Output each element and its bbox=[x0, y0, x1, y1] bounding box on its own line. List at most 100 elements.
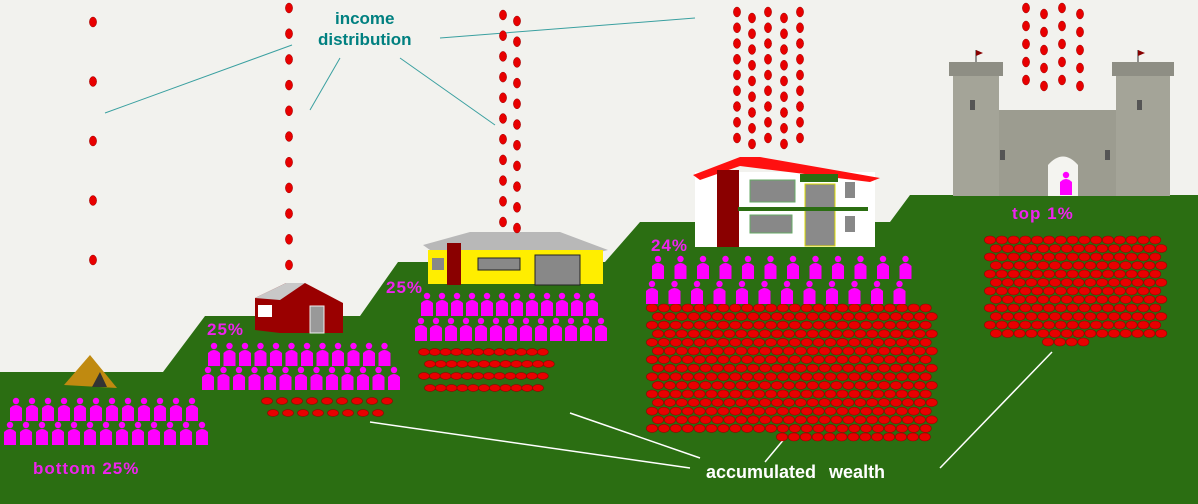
wealth-coin bbox=[504, 372, 517, 380]
wealth-coin bbox=[699, 346, 712, 356]
person-icon bbox=[736, 280, 748, 304]
wealth-coin bbox=[753, 355, 765, 364]
person-body bbox=[116, 429, 128, 445]
wealth-coin bbox=[729, 355, 742, 364]
wealth-coin bbox=[1155, 295, 1168, 304]
person-body bbox=[20, 429, 32, 445]
wealth-coin bbox=[717, 389, 730, 399]
wealth-coin bbox=[1037, 261, 1050, 270]
wealth-coin bbox=[504, 348, 517, 356]
person-head bbox=[54, 421, 62, 429]
income-drop bbox=[513, 139, 521, 151]
wealth-coin bbox=[658, 338, 670, 347]
person-body bbox=[809, 263, 822, 279]
person-body bbox=[415, 325, 427, 341]
wealth-coin bbox=[342, 409, 354, 417]
person-body bbox=[877, 263, 889, 279]
wealth-coin bbox=[884, 372, 896, 382]
wealth-coin bbox=[478, 384, 490, 392]
wealth-coin bbox=[1149, 286, 1162, 296]
wealth-coin bbox=[687, 312, 700, 321]
income-drop bbox=[499, 30, 507, 41]
wealth-coin bbox=[866, 329, 879, 339]
wealth-coin bbox=[907, 303, 920, 313]
person-icon bbox=[196, 421, 208, 445]
wealth-coin bbox=[883, 432, 895, 442]
income-drop bbox=[1040, 26, 1048, 38]
person-icon bbox=[526, 292, 538, 316]
person-body bbox=[871, 288, 883, 304]
wealth-coin bbox=[669, 320, 682, 330]
wealth-coin bbox=[896, 338, 908, 347]
wealth-coin bbox=[919, 424, 932, 433]
person-body bbox=[106, 405, 118, 421]
wealth-coin bbox=[664, 381, 676, 390]
wealth-coin bbox=[1155, 244, 1168, 253]
wealth-coin bbox=[664, 329, 676, 339]
person-head bbox=[423, 292, 431, 300]
wealth-coin bbox=[907, 389, 920, 399]
wealth-coin bbox=[812, 372, 825, 382]
wealth-coin bbox=[896, 389, 908, 399]
wealth-coin bbox=[741, 303, 754, 313]
income-drop bbox=[764, 132, 772, 144]
wealth-coin bbox=[1084, 295, 1097, 304]
wealth-coin bbox=[482, 348, 495, 356]
wealth-coin bbox=[788, 372, 801, 382]
wealth-coin bbox=[1143, 295, 1156, 304]
person-icon bbox=[541, 292, 553, 316]
person-body bbox=[196, 429, 208, 445]
wealth-coin bbox=[925, 312, 938, 321]
wealth-coin bbox=[461, 348, 474, 356]
wealth-coin bbox=[913, 363, 926, 373]
wealth-coin bbox=[919, 303, 932, 313]
bottom-25-label: bottom 25% bbox=[33, 459, 140, 478]
wealth-coin bbox=[493, 372, 506, 380]
income-drop bbox=[780, 28, 788, 39]
wealth-coin bbox=[1049, 261, 1061, 270]
wealth-coin bbox=[895, 432, 907, 442]
wealth-coin bbox=[1096, 329, 1109, 338]
wealth-coin bbox=[681, 424, 694, 433]
person-head bbox=[483, 292, 491, 300]
income-drop bbox=[733, 22, 741, 33]
person-body bbox=[217, 374, 230, 390]
wealth-coin bbox=[812, 406, 825, 416]
person-icon bbox=[742, 255, 754, 279]
wealth-coin bbox=[693, 424, 706, 433]
person-body bbox=[270, 350, 282, 366]
person-icon bbox=[781, 280, 793, 304]
wealth-pointer-line bbox=[764, 437, 786, 463]
wealth-coin bbox=[902, 398, 914, 407]
person-body bbox=[430, 325, 442, 341]
person-head bbox=[537, 317, 545, 325]
wealth-coin bbox=[872, 338, 884, 347]
person-body bbox=[357, 374, 369, 390]
wealth-coin bbox=[812, 320, 825, 330]
person-head bbox=[573, 292, 581, 300]
wealth-coin bbox=[830, 381, 843, 390]
wealth-coin bbox=[896, 406, 908, 416]
income-label-line1: income bbox=[334, 9, 395, 28]
wealth-coin bbox=[652, 346, 664, 356]
wealth-coin bbox=[878, 415, 890, 425]
wealth-coin bbox=[854, 398, 867, 407]
income-drop bbox=[780, 107, 788, 118]
person-icon bbox=[481, 292, 493, 316]
wealth-coin bbox=[747, 363, 760, 373]
wealth-coin bbox=[783, 312, 795, 321]
income-drop bbox=[513, 181, 521, 192]
wealth-coin bbox=[321, 397, 333, 405]
wealth-coin bbox=[1155, 329, 1168, 338]
wealth-coin bbox=[866, 346, 879, 356]
person-head bbox=[432, 317, 440, 325]
person-body bbox=[719, 263, 732, 279]
wealth-coin bbox=[687, 363, 700, 373]
person-icon bbox=[26, 397, 38, 421]
income-pointer-line bbox=[439, 17, 696, 39]
income-drop bbox=[748, 60, 756, 71]
wealth-coin bbox=[1060, 329, 1073, 338]
income-drop bbox=[499, 175, 507, 186]
wealth-coin bbox=[1096, 244, 1109, 253]
wealth-coin bbox=[428, 372, 441, 380]
